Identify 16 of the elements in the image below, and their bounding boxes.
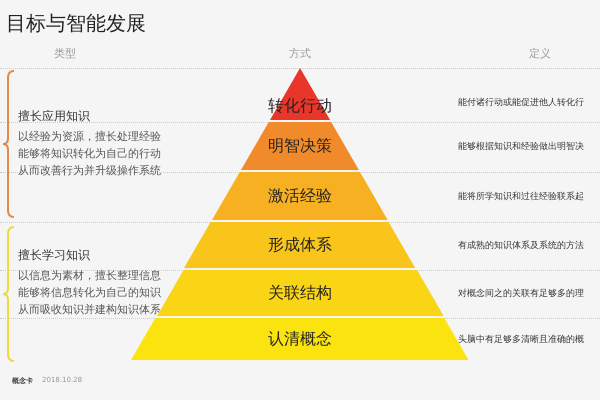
pyramid-layer: 形成体系	[184, 222, 416, 268]
column-header: 类型	[53, 46, 77, 61]
definition-text: 能付诸行动或能促进他人转化行	[458, 96, 584, 109]
pyramid-layer: 明智决策	[241, 122, 359, 170]
definition-text: 能将所学知识和过往经验联系起	[458, 190, 584, 203]
column-header: 定义	[528, 46, 552, 61]
group-description: 以经验为资源，擅长处理经验能够将知识转化为自己的行动从而改善行为并升级操作系统	[18, 129, 162, 179]
column-header: 方式	[288, 46, 312, 61]
definition-text: 有成熟的知识体系及系统的方法	[458, 240, 584, 252]
group-heading: 擅长应用知识	[18, 108, 90, 125]
title: 目标与智能发展	[6, 10, 146, 37]
group-heading: 擅长学习知识	[18, 247, 90, 264]
definition-text: 头脑中有足够多清晰且准确的概	[458, 334, 584, 346]
definition-text: 对概念间之的关联有足够多的理	[458, 288, 584, 300]
definition-text: 能够根据知识和经验做出明智决	[458, 140, 584, 153]
pyramid-layer: 激活经验	[212, 172, 388, 220]
